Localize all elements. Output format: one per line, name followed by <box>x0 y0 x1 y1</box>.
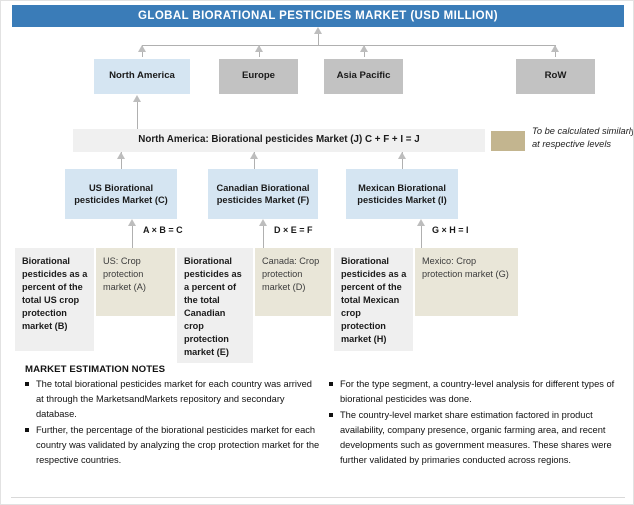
arrow-region-4-up <box>551 45 559 52</box>
connector-formula-2-vertical <box>263 223 264 249</box>
note-item: The total biorational pesticides market … <box>25 377 321 422</box>
connector-country-2-vertical <box>254 152 255 169</box>
input-box-b-us-percent[interactable]: Biorational pesticides as a percent of t… <box>15 248 94 351</box>
legend-swatch <box>491 131 525 151</box>
region-box-north-america[interactable]: North America <box>94 59 190 94</box>
north-america-market-bar-label: North America: Biorational pesticides Ma… <box>138 134 420 146</box>
connector-formula-3-vertical <box>421 223 422 249</box>
page-title: GLOBAL BIORATIONAL PESTICIDES MARKET (US… <box>12 5 624 27</box>
formula-mexico: G × H = I <box>432 225 469 235</box>
north-america-market-bar[interactable]: North America: Biorational pesticides Ma… <box>73 129 485 152</box>
country-label-mexico: Mexican Biorational pesticides Market (I… <box>357 182 447 205</box>
formula-us: A × B = C <box>143 225 183 235</box>
connector-regions-horizontal <box>142 45 555 46</box>
notes-title: MARKET ESTIMATION NOTES <box>25 364 166 375</box>
note-item: For the type segment, a country-level an… <box>329 377 621 407</box>
notes-column-left: The total biorational pesticides market … <box>25 377 321 469</box>
region-label-row: RoW <box>544 70 567 82</box>
country-label-canada: Canadian Biorational pesticides Market (… <box>216 182 310 205</box>
connector-root-vertical <box>318 29 319 45</box>
region-label-europe: Europe <box>241 70 276 82</box>
legend-text: To be calculated similarly at respective… <box>532 126 634 150</box>
arrow-formula-1-up <box>128 219 136 226</box>
arrow-country-3-up <box>398 152 406 159</box>
connector-country-3-vertical <box>402 152 403 169</box>
input-label-d: Canada: Crop protection market (D) <box>262 256 320 293</box>
input-box-g-mexico-crop[interactable]: Mexico: Crop protection market (G) <box>415 248 518 316</box>
arrow-formula-2-up <box>259 219 267 226</box>
country-box-mexico[interactable]: Mexican Biorational pesticides Market (I… <box>346 169 458 219</box>
country-label-us: US Biorational pesticides Market (C) <box>74 182 168 205</box>
input-box-d-canada-crop[interactable]: Canada: Crop protection market (D) <box>255 248 331 316</box>
arrow-country-2-up <box>250 152 258 159</box>
connector-na-bar-vertical <box>137 101 138 129</box>
formula-canada: D × E = F <box>274 225 313 235</box>
region-label-north-america: North America <box>109 70 175 82</box>
notes-column-right: For the type segment, a country-level an… <box>329 377 621 469</box>
region-label-asia-pacific: Asia Pacific <box>336 70 391 82</box>
region-box-row[interactable]: RoW <box>516 59 595 94</box>
country-box-canada[interactable]: Canadian Biorational pesticides Market (… <box>208 169 318 219</box>
country-box-us[interactable]: US Biorational pesticides Market (C) <box>65 169 177 219</box>
arrow-na-bar-up <box>133 95 141 102</box>
connector-country-1-vertical <box>121 152 122 169</box>
arrow-region-2-up <box>255 45 263 52</box>
input-box-a-us-crop[interactable]: US: Crop protection market (A) <box>96 248 175 316</box>
input-label-g: Mexico: Crop protection market (G) <box>422 256 509 280</box>
note-item: Further, the percentage of the bioration… <box>25 423 321 468</box>
arrow-country-1-up <box>117 152 125 159</box>
arrow-region-3-up <box>360 45 368 52</box>
notes-bottom-divider <box>11 497 625 498</box>
note-item: The country-level market share estimatio… <box>329 408 621 468</box>
region-box-asia-pacific[interactable]: Asia Pacific <box>324 59 403 94</box>
connector-formula-1-vertical <box>132 223 133 249</box>
input-label-e: Biorational pesticides as a percent of t… <box>184 256 242 358</box>
input-label-b: Biorational pesticides as a percent of t… <box>22 256 88 332</box>
arrow-formula-3-up <box>417 219 425 226</box>
input-box-h-mexico-percent[interactable]: Biorational pesticides as a percent of t… <box>334 248 413 351</box>
region-box-europe[interactable]: Europe <box>219 59 298 94</box>
input-label-h: Biorational pesticides as a percent of t… <box>341 256 407 345</box>
input-box-e-canada-percent[interactable]: Biorational pesticides as a percent of t… <box>177 248 253 363</box>
arrow-root-up <box>314 27 322 34</box>
input-label-a: US: Crop protection market (A) <box>103 256 146 293</box>
arrow-region-1-up <box>138 45 146 52</box>
